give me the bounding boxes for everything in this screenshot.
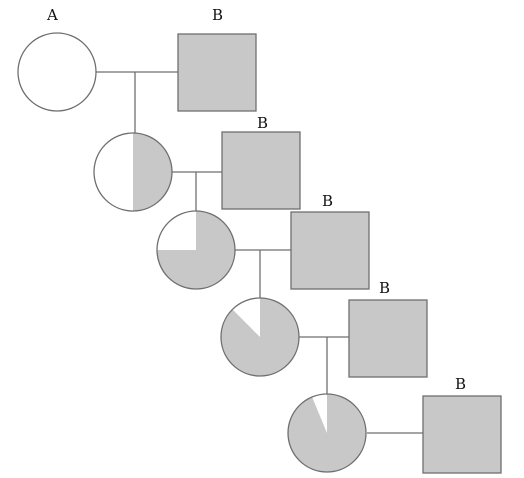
female-gen4-shaded xyxy=(220,298,299,376)
female-gen2-shaded xyxy=(133,133,172,211)
male-gen2-square xyxy=(221,131,301,210)
female-gen1 xyxy=(17,32,97,112)
label-gen2-male: B xyxy=(257,114,268,132)
female-gen2-outline xyxy=(93,132,173,212)
male-gen5-square xyxy=(422,395,502,474)
female-gen3-outline xyxy=(156,210,236,290)
female-gen4 xyxy=(220,297,300,377)
female-gen5 xyxy=(287,393,367,473)
label-gen1-female: A xyxy=(46,6,58,24)
female-gen5-outline xyxy=(287,393,367,473)
label-gen4-male: B xyxy=(379,279,390,297)
label-gen1-male: B xyxy=(212,6,223,24)
female-gen4-outline xyxy=(220,297,300,377)
female-gen3 xyxy=(156,210,236,290)
female-gen2 xyxy=(93,132,173,212)
label-gen5-male: B xyxy=(455,375,466,393)
pedigree-lines xyxy=(96,71,423,434)
male-gen4-square xyxy=(348,299,428,378)
female-gen3-shaded xyxy=(157,211,235,289)
male-gen3-square xyxy=(290,211,370,290)
female-gen5-shaded xyxy=(288,394,366,472)
label-gen3-male: B xyxy=(322,192,333,210)
female-gen1-circle xyxy=(17,32,97,112)
male-gen1-square xyxy=(177,33,257,112)
